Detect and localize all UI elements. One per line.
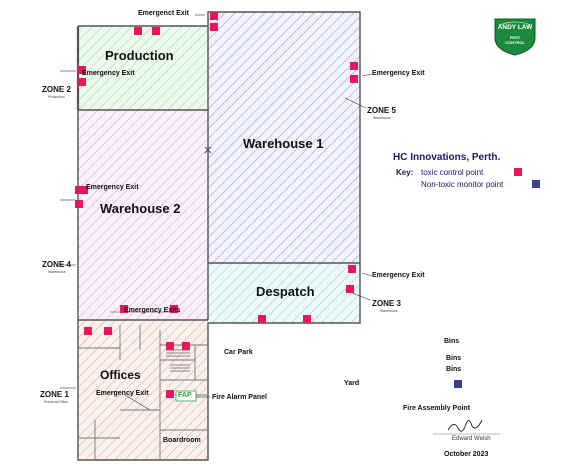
- bins-label-3: Bins: [446, 366, 462, 373]
- legend-non-toxic-label: Non-toxic monitor point: [421, 180, 504, 189]
- signature-mark: [447, 419, 483, 432]
- toxic-point-8: [350, 75, 358, 83]
- bins-label-2: Bins: [446, 355, 462, 362]
- office-interior-walls: [78, 325, 208, 460]
- room-label-despatch: Despatch: [256, 284, 315, 299]
- toxic-point-20: [166, 342, 174, 350]
- toxic-point-2: [210, 23, 218, 31]
- toxic-point-9: [75, 186, 83, 194]
- toxic-point-22: [166, 390, 174, 398]
- despatch-area: [208, 263, 360, 323]
- exit-label-offices: Emergency Exit: [96, 390, 149, 397]
- legend-toxic-swatch: [514, 168, 522, 176]
- exit-label-top: Emergenct Exit: [138, 10, 189, 17]
- exit-label-warehouse2: Emergency Exit: [86, 184, 139, 191]
- walls: [76, 11, 361, 461]
- exit-label-production: Emergency Exit: [82, 70, 135, 77]
- warehouse2-area: [78, 110, 208, 320]
- exit-label-despatch: Emergency Exit: [372, 272, 425, 279]
- control-points: [75, 12, 462, 398]
- room-label-boardroom: Boardroom: [163, 437, 201, 444]
- fire-alarm-panel-box: [175, 390, 197, 402]
- toxic-point-21: [182, 342, 190, 350]
- logo-text-3: CONTROL: [505, 40, 525, 45]
- toxic-point-16: [120, 305, 128, 313]
- signature-name: Edward Welsh: [452, 436, 491, 442]
- logo-text-2: PEST: [509, 35, 521, 40]
- logo-text-1: ANDY LAW: [497, 24, 533, 31]
- zone-label-3: ZONE 3: [372, 299, 401, 308]
- legend-non-toxic-swatch: [532, 180, 540, 188]
- zone-sub-4: Warehouse: [48, 270, 66, 274]
- toxic-point-19: [104, 327, 112, 335]
- yard-label: Yard: [344, 380, 360, 387]
- toxic-point-17: [170, 305, 178, 313]
- toxic-point-3: [134, 27, 142, 35]
- exit-label-warehouse1: Emergency Exit: [372, 70, 425, 77]
- fire-alarm-panel-label: Fire Alarm Panel: [212, 394, 267, 401]
- bins-label-1: Bins: [444, 338, 460, 345]
- toxic-point-6: [78, 78, 86, 86]
- car-park-label: Car Park: [224, 349, 253, 356]
- legend-key-label: Key:: [396, 168, 414, 177]
- signature-date: October 2023: [444, 451, 489, 458]
- toxic-point-4: [152, 27, 160, 35]
- fire-assembly-label: Fire Assembly Point: [403, 405, 471, 412]
- zone-label-1: ZONE 1: [40, 390, 69, 399]
- exit-label-plural: Emergency Exits: [124, 307, 181, 314]
- room-label-warehouse2: Warehouse 2: [100, 201, 181, 216]
- legend-title: HC Innovations, Perth.: [393, 152, 501, 163]
- toxic-point-7: [350, 62, 358, 70]
- stairs: [166, 349, 190, 372]
- production-area: [78, 26, 208, 110]
- toxic-point-1: [210, 12, 218, 20]
- zone-sub-2: Production: [48, 95, 65, 99]
- room-label-production: Production: [105, 48, 174, 63]
- non-toxic-point-1: [454, 380, 462, 388]
- warehouse1-area: [208, 12, 360, 263]
- toxic-point-11: [75, 200, 83, 208]
- zone-label-2: ZONE 2: [42, 85, 71, 94]
- room-label-offices: Offices: [100, 368, 141, 382]
- toxic-point-12: [348, 265, 356, 273]
- toxic-point-13: [346, 285, 354, 293]
- zone-label-5: ZONE 5: [367, 106, 396, 115]
- toxic-point-18: [84, 327, 92, 335]
- room-label-warehouse1: Warehouse 1: [243, 136, 324, 151]
- toxic-point-5: [78, 66, 86, 74]
- toxic-point-15: [303, 315, 311, 323]
- zone-sub-5: Warehouse: [373, 116, 391, 120]
- toxic-point-10: [80, 186, 88, 194]
- zone-label-4: ZONE 4: [42, 260, 71, 269]
- toxic-point-14: [258, 315, 266, 323]
- zone-sub-3: Warehouse: [380, 309, 398, 313]
- fap-label: FAP: [178, 392, 192, 399]
- zone-sub-1: Entrance/Office: [44, 400, 69, 404]
- legend-toxic-label: toxic control point: [421, 168, 484, 177]
- andy-law-logo: [494, 18, 536, 56]
